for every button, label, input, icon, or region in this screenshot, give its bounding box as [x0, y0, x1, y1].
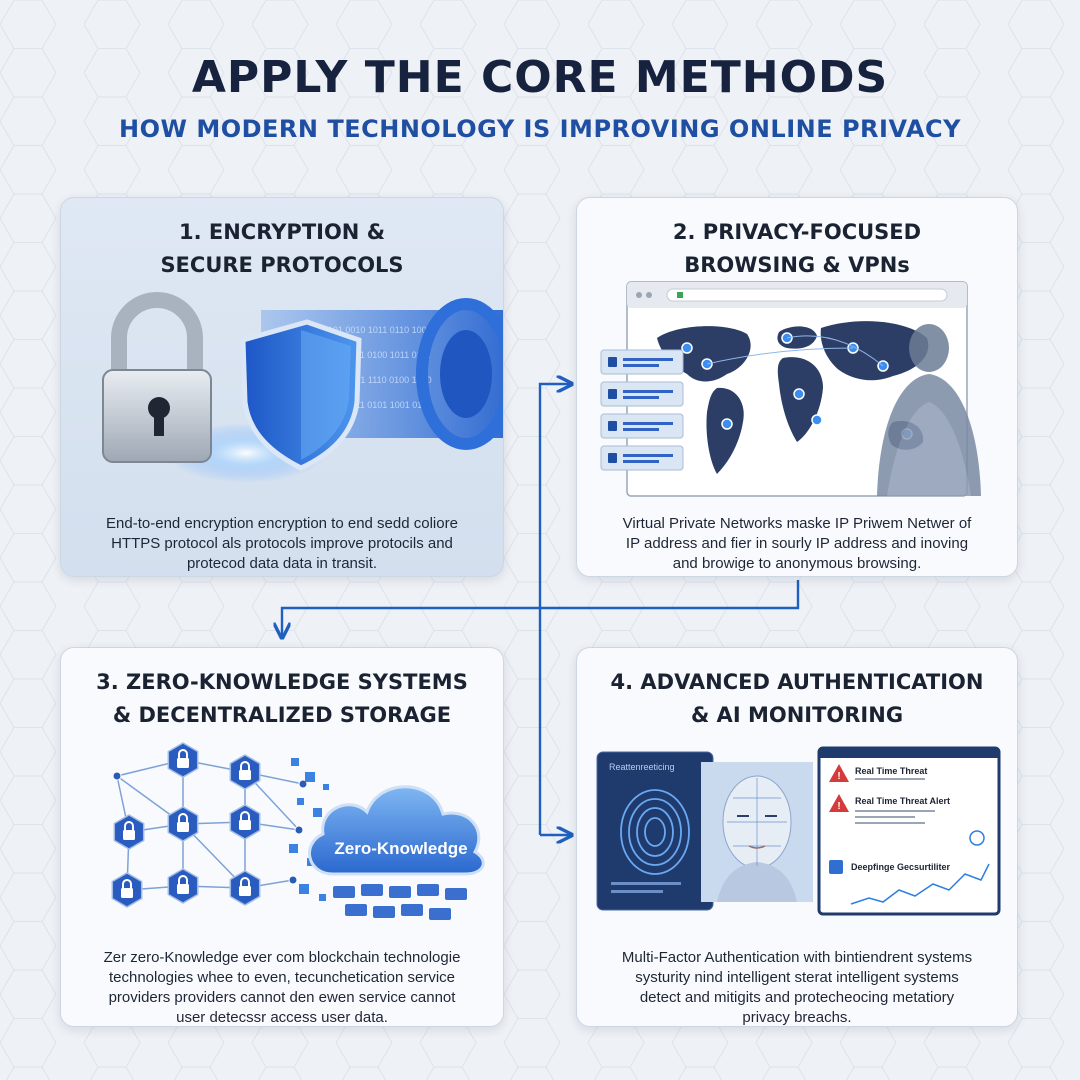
- card-zero-knowledge: 3. ZERO-KNOWLEDGE SYSTEMS & DECENTRALIZE…: [60, 647, 504, 1027]
- lock-shackle: [240, 761, 250, 770]
- lock-shackle: [124, 821, 134, 830]
- svg-text:Real Time Threat: Real Time Threat: [855, 766, 927, 776]
- page-subtitle: HOW MODERN TECHNOLOGY IS IMPROVING ONLIN…: [119, 115, 961, 143]
- svg-text:1101 0010 1011 0101 1001 0110: 1101 0010 1011 0101 1001 0110: [301, 400, 432, 410]
- lock-list-icon: [600, 349, 684, 471]
- svg-text:!: !: [837, 771, 840, 782]
- lock-shackle: [178, 875, 188, 884]
- zero-knowledge-illustration: Zero-Knowledge: [111, 742, 485, 920]
- card-title: 4. ADVANCED AUTHENTICATION & AI MONITORI…: [610, 670, 984, 727]
- authentication-illustration: Reattenreeticing !: [596, 746, 1001, 916]
- lock-icon: [177, 758, 189, 768]
- lock-icon: [177, 884, 189, 894]
- face-scan-icon: [701, 762, 813, 902]
- trend-chart-icon: [850, 863, 990, 905]
- svg-text:0011 1010 0101 1110 0100 1010: 0011 1010 0101 1110 0100 1010: [301, 375, 432, 385]
- vpn-illustration: [600, 281, 981, 497]
- alert-icon: !: [829, 794, 849, 812]
- card-advanced-authentication: 4. ADVANCED AUTHENTICATION & AI MONITORI…: [576, 647, 1018, 1027]
- card-title: 2. PRIVACY-FOCUSED BROWSING & VPNs: [672, 220, 922, 277]
- anonymous-user-icon: [877, 324, 981, 496]
- card-description: Multi-Factor Authentication with bintien…: [621, 949, 973, 1026]
- lock-shackle: [178, 813, 188, 822]
- lock-icon: [239, 886, 251, 896]
- svg-text:Deepfinge Gecsurtiliter: Deepfinge Gecsurtiliter: [851, 862, 951, 872]
- encryption-illustration: 0101 1101 0010 1011 0110 1001 1010 0110 …: [102, 292, 503, 483]
- ai-monitoring-panel: ! Real Time Threat ! Real Time Threat Al…: [817, 746, 1001, 916]
- svg-text:Real Time Threat Alert: Real Time Threat Alert: [855, 796, 950, 806]
- page-title: APPLY THE CORE METHODS: [191, 52, 889, 103]
- card-title: 3. ZERO-KNOWLEDGE SYSTEMS & DECENTRALIZE…: [96, 670, 468, 727]
- svg-text:0101 1101 0010 1011 0110 1001: 0101 1101 0010 1011 0110 1001: [301, 325, 432, 335]
- card-description: End-to-end encryption encryption to end …: [106, 515, 458, 572]
- encrypted-blocks: [333, 884, 467, 920]
- lock-shackle: [178, 749, 188, 758]
- lock-icon: [121, 888, 133, 898]
- lock-icon: [239, 820, 251, 830]
- lock-icon: [111, 742, 261, 908]
- card-encryption: 1. ENCRYPTION & SECURE PROTOCOLS: [60, 197, 504, 577]
- cloud-label: Zero-Knowledge: [334, 839, 467, 858]
- shield-icon: [240, 319, 362, 471]
- header: APPLY THE CORE METHODS HOW MODERN TECHNO…: [0, 52, 1080, 143]
- card-title: 1. ENCRYPTION & SECURE PROTOCOLS: [160, 220, 404, 277]
- lock-shackle: [122, 879, 132, 888]
- svg-text:!: !: [837, 801, 840, 812]
- fingerprint-device: Reattenreeticing: [596, 751, 714, 911]
- card-description: Virtual Private Networks maske IP Priwem…: [622, 515, 972, 572]
- svg-text:1010 0110 1101 0100 1011 0111: 1010 0110 1101 0100 1011 0111: [301, 350, 430, 360]
- padlock-icon: [102, 292, 212, 463]
- lock-icon: [123, 830, 135, 840]
- lock-icon: [239, 770, 251, 780]
- alert-icon: !: [829, 764, 849, 782]
- card-description: Zer zero-Knowledge ever com blockchain t…: [103, 949, 461, 1026]
- fingerprint-icon: [620, 789, 690, 875]
- cloud-icon: Zero-Knowledge: [308, 785, 485, 876]
- card-privacy-browsing: 2. PRIVACY-FOCUSED BROWSING & VPNs: [576, 197, 1018, 577]
- device-label: Reattenreeticing: [609, 762, 675, 772]
- lock-shackle: [240, 811, 250, 820]
- lock-icon: [177, 822, 189, 832]
- lock-shackle: [240, 877, 250, 886]
